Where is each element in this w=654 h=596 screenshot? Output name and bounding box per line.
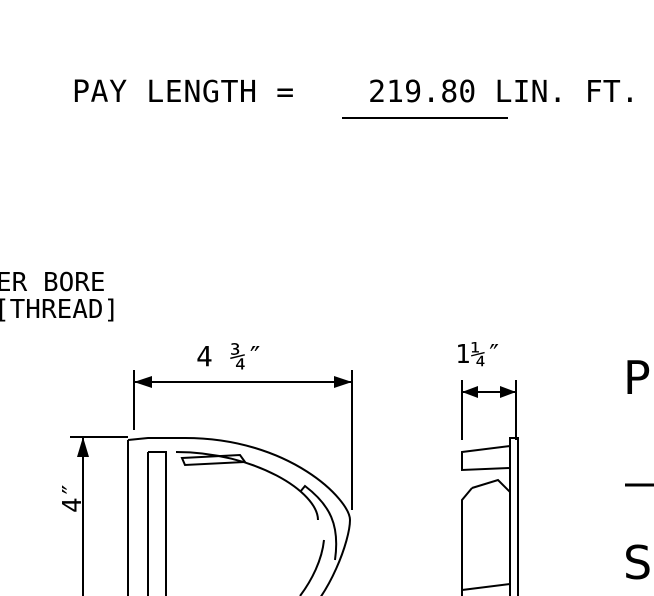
reflector-front-view: [127, 437, 352, 596]
pay-length-number: 219.80: [368, 75, 477, 110]
thickness-dimension: [461, 380, 517, 440]
edge-letter-top: P: [623, 351, 651, 405]
pay-length-label: PAY LENGTH =: [72, 75, 295, 110]
width-dimension-label: 4 ¾″: [196, 340, 264, 373]
thickness-dimension-label: 1¼″: [455, 340, 502, 370]
width-dimension: [133, 370, 353, 510]
edge-letter-bottom: S: [623, 536, 653, 590]
note-line-1: ER BORE: [0, 268, 106, 298]
reflector-side-view: [461, 437, 519, 596]
note-line-2: [THREAD]: [0, 295, 120, 325]
pay-length-value: 219.80 LIN. FT.: [368, 78, 639, 108]
pay-length-unit: LIN. FT.: [494, 75, 639, 110]
height-dimension: [70, 436, 128, 596]
